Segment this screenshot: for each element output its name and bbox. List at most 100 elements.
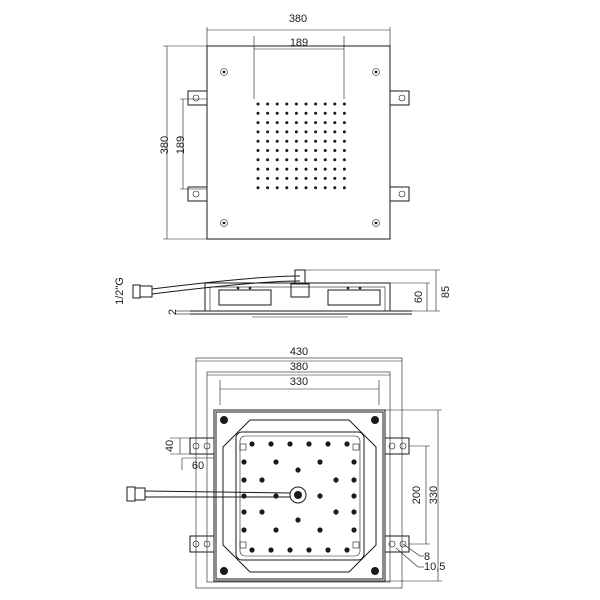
- bottom-nozzle-dot: [344, 441, 350, 447]
- nozzle-dot: [314, 121, 318, 125]
- nozzle-dot: [314, 167, 318, 171]
- nozzle-dot: [342, 102, 346, 106]
- bracket-bottom-right: [389, 186, 410, 202]
- nozzle-dot: [266, 186, 270, 190]
- bottom-nozzle-dot: [351, 477, 357, 483]
- nozzle-dot: [266, 121, 270, 125]
- nozzle-dot: [256, 167, 260, 171]
- plate-thickness-label: 2: [167, 309, 179, 315]
- nozzle-dot: [256, 149, 260, 152]
- nozzle-dot: [275, 149, 279, 152]
- body-height-label: 60: [413, 291, 425, 303]
- nozzle-dot: [256, 139, 260, 143]
- side-bracket-left: [218, 289, 272, 306]
- nozzle-dot: [285, 149, 289, 152]
- spray-width-label: 189: [290, 37, 308, 49]
- spray-height-label: 189: [175, 136, 187, 154]
- nozzle-dot: [314, 186, 318, 190]
- nozzle-dot: [266, 158, 270, 162]
- bracket-top-right: [389, 90, 410, 106]
- bottom-nozzle-dot: [333, 509, 339, 515]
- nozzle-dot: [342, 186, 346, 190]
- bottom-nozzle-dot: [317, 493, 323, 499]
- nozzle-dot: [275, 130, 279, 134]
- bottom-nozzle-dot: [241, 527, 247, 533]
- bottom-nozzle-dot: [273, 459, 279, 465]
- nozzle-dot: [342, 149, 346, 152]
- nozzle-dot: [275, 139, 279, 143]
- nozzle-dot: [266, 111, 270, 115]
- bottom-nozzle-dot: [351, 493, 357, 499]
- corner-screw-icon: [220, 416, 379, 575]
- nozzle-dot: [333, 130, 337, 134]
- bottom-nozzle-dot: [268, 441, 274, 447]
- side-bracket-right: [327, 289, 381, 306]
- nozzle-dot: [333, 111, 337, 115]
- bottom-nozzle-dot: [306, 441, 312, 447]
- nozzle-dot: [314, 149, 318, 152]
- bottom-nozzle-dot: [268, 547, 274, 553]
- bottom-nozzle-dot: [295, 467, 301, 473]
- nozzle-dot: [333, 176, 337, 180]
- nozzle-dot: [333, 158, 337, 162]
- nozzle-dot: [342, 139, 346, 143]
- nozzle-dot: [285, 111, 289, 115]
- bottom-hose-fitting-icon: [126, 486, 136, 502]
- bottom-nozzle-dot: [344, 547, 350, 553]
- nozzle-dot: [275, 186, 279, 190]
- nozzle-dot: [256, 111, 260, 115]
- nozzle-dot: [333, 167, 337, 171]
- nozzle-dot: [323, 149, 327, 152]
- side-view: 1/2"G 2 60 85: [114, 269, 452, 318]
- nozzle-dot: [275, 167, 279, 171]
- nozzle-dot: [256, 121, 260, 125]
- outline-430: [195, 357, 403, 589]
- nozzle-dot: [266, 139, 270, 143]
- bottom-nozzle-dot: [333, 477, 339, 483]
- nozzle-dot: [342, 167, 346, 171]
- bottom-nozzle-dot: [317, 527, 323, 533]
- slot-8-label: 8: [424, 551, 430, 563]
- nozzle-dot: [314, 176, 318, 180]
- top-view: 380 189 380 189: [159, 13, 410, 240]
- nozzle-dot: [333, 186, 337, 190]
- nozzle-dot: [323, 102, 327, 106]
- nozzle-dot: [294, 149, 298, 152]
- nozzle-dot: [285, 139, 289, 143]
- nozzle-dot: [294, 130, 298, 134]
- screw-icon: [220, 68, 380, 227]
- bottom-nozzle-dot: [259, 509, 265, 515]
- nozzle-dot: [342, 176, 346, 180]
- bottom-nozzle-dot: [287, 441, 293, 447]
- nozzle-dot: [323, 130, 327, 134]
- nozzle-dot: [304, 149, 308, 152]
- nozzle-dot: [294, 176, 298, 180]
- nozzle-dot: [285, 167, 289, 171]
- hose-fitting-icon: [132, 284, 141, 299]
- height-330-label: 330: [428, 486, 440, 504]
- nozzle-dot: [314, 102, 318, 106]
- nozzle-dot: [275, 111, 279, 115]
- nozzle-dot: [314, 139, 318, 143]
- nozzle-dot: [342, 121, 346, 125]
- total-height-label: 85: [440, 286, 452, 298]
- nozzle-dot: [333, 139, 337, 143]
- nozzle-dot: [266, 149, 270, 152]
- bottom-nozzle-dot: [351, 509, 357, 515]
- bottom-nozzle-dot: [241, 459, 247, 465]
- nozzle-dot: [323, 186, 327, 190]
- nozzle-dot: [323, 121, 327, 125]
- nozzle-dot: [294, 102, 298, 106]
- bracket-top-left: [187, 90, 208, 106]
- nozzle-dot: [323, 111, 327, 115]
- bottom-nozzle-dot: [259, 477, 265, 483]
- nozzle-dot: [294, 167, 298, 171]
- nozzle-dot: [266, 130, 270, 134]
- nozzle-dot: [285, 130, 289, 134]
- bottom-nozzle-dot: [325, 547, 331, 553]
- width-430-label: 430: [290, 346, 308, 358]
- nozzle-dot: [333, 121, 337, 125]
- nozzle-dot: [314, 130, 318, 134]
- nozzle-dot: [323, 167, 327, 171]
